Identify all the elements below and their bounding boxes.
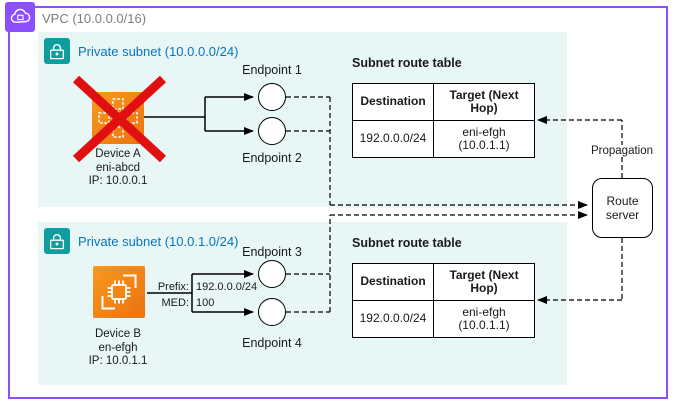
- vpc-label: VPC (10.0.0.0/16): [42, 11, 147, 26]
- vpc-boundary: [8, 6, 668, 399]
- endpoint-4-node: [258, 298, 286, 326]
- endpoint-1-label: Endpoint 1: [242, 63, 302, 77]
- private-subnet-1-label: Private subnet (10.0.0.0/24): [78, 44, 239, 59]
- propagation-label: Propagation: [588, 145, 656, 157]
- private-subnet-lock-icon: [44, 228, 70, 254]
- rt1-destination-value: 192.0.0.0/24: [353, 121, 434, 157]
- rt2-destination-value: 192.0.0.0/24: [353, 301, 434, 337]
- subnet-route-table-1-title: Subnet route table: [352, 56, 462, 70]
- route-server-node: Route server: [592, 178, 653, 238]
- endpoint-3-label: Endpoint 3: [242, 245, 302, 259]
- subnet-route-table-2: Destination Target (Next Hop) 192.0.0.0/…: [352, 263, 535, 338]
- rt2-header-destination: Destination: [353, 264, 434, 300]
- endpoint-1-node: [258, 83, 286, 111]
- endpoint-2-node: [258, 117, 286, 145]
- device-a-interface: eni-abcd: [95, 161, 141, 174]
- device-b-interface: en-efgh: [98, 341, 138, 354]
- device-b-ip: IP: 10.0.1.1: [88, 355, 148, 367]
- prefix-value: 192.0.0.0/24: [196, 281, 258, 293]
- rt1-target-value: eni-efgh (10.0.1.1): [458, 124, 510, 152]
- med-value: 100: [196, 297, 215, 309]
- subnet-route-table-1: Destination Target (Next Hop) 192.0.0.0/…: [352, 83, 535, 158]
- device-a-name: Device A: [95, 148, 141, 160]
- endpoint-2-label: Endpoint 2: [242, 151, 302, 165]
- private-subnet-lock-icon: [44, 38, 70, 64]
- rt1-header-destination: Destination: [353, 84, 434, 120]
- endpoint-3-node: [258, 260, 286, 288]
- rt2-target-value: eni-efgh (10.0.1.1): [458, 304, 510, 332]
- private-subnet-2-label: Private subnet (10.0.1.0/24): [78, 234, 239, 249]
- device-a-eni-icon: [92, 92, 144, 144]
- rt1-header-target: Target (Next Hop): [449, 87, 519, 115]
- prefix-label: Prefix:: [157, 281, 189, 293]
- subnet-route-table-2-title: Subnet route table: [352, 236, 462, 250]
- device-a-label: Device A eni-abcd IP: 10.0.0.1: [62, 148, 174, 189]
- vpc-icon: [5, 2, 35, 32]
- table-row: 192.0.0.0/24 eni-efgh (10.0.1.1): [353, 301, 534, 337]
- med-label: MED:: [161, 297, 190, 309]
- table-row: 192.0.0.0/24 eni-efgh (10.0.1.1): [353, 121, 534, 157]
- rt2-header-target: Target (Next Hop): [449, 267, 519, 295]
- device-b-name: Device B: [94, 328, 142, 340]
- cloud-icon: [10, 8, 31, 23]
- device-a-ip: IP: 10.0.0.1: [88, 175, 148, 187]
- endpoint-4-label: Endpoint 4: [242, 336, 302, 350]
- device-b-label: Device B en-efgh IP: 10.0.1.1: [62, 328, 174, 369]
- device-b-chip-icon: [93, 266, 145, 318]
